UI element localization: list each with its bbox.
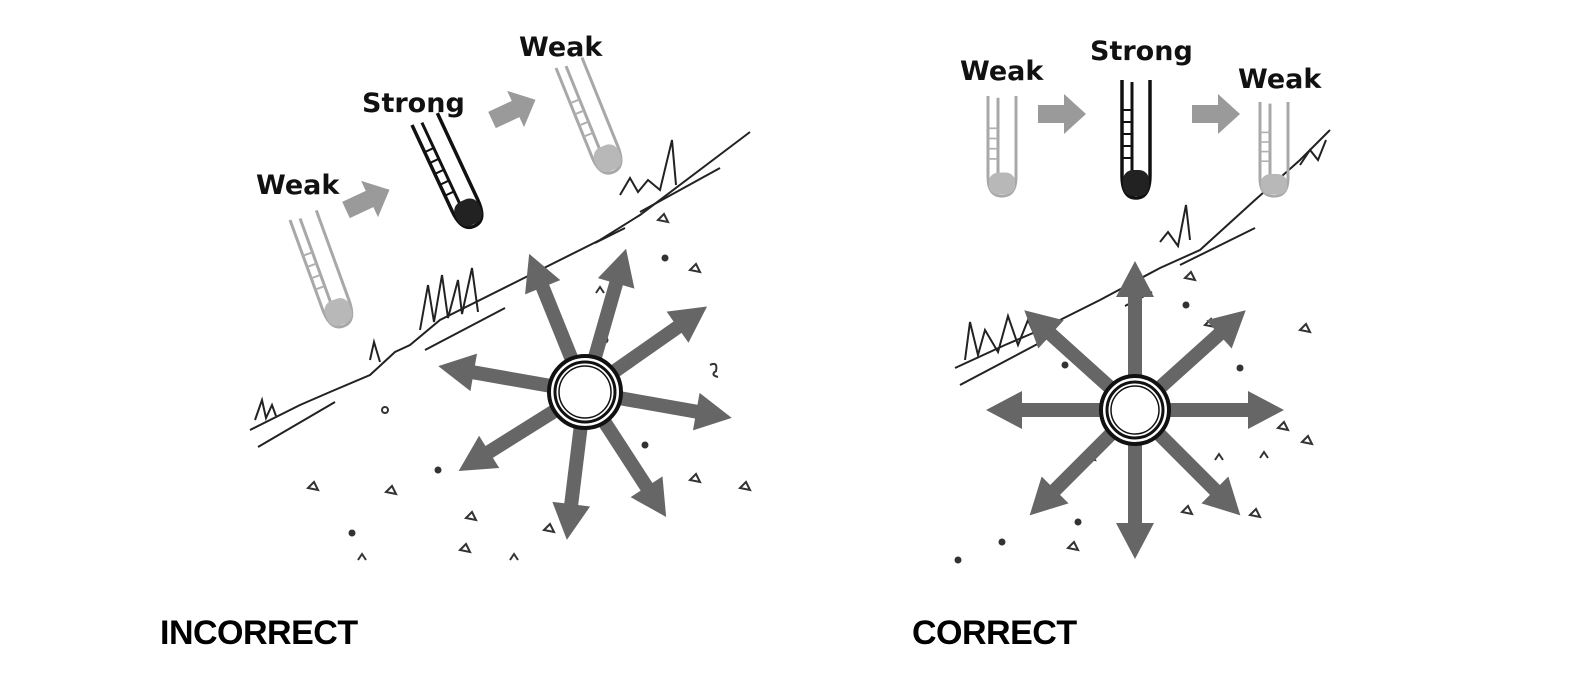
label-strong: Strong	[1090, 36, 1193, 67]
incorrect-caption: INCORRECT	[160, 614, 358, 652]
ground-surface	[954, 129, 1331, 386]
label-weak-last: Weak	[519, 32, 603, 63]
probe-strong-icon	[410, 111, 489, 234]
buried-object-icon	[1099, 374, 1171, 446]
probe-weak-first-icon	[288, 208, 359, 333]
correct-caption: CORRECT	[912, 614, 1077, 652]
label-weak-first: Weak	[960, 56, 1044, 87]
probe-weak-last-icon	[1258, 100, 1290, 198]
label-weak-first: Weak	[256, 170, 340, 201]
flow-arrow-icon	[337, 171, 398, 229]
probe-weak-first-icon	[986, 94, 1018, 198]
label-weak-last: Weak	[1238, 64, 1322, 95]
flow-arrow-icon	[1038, 94, 1086, 134]
incorrect-panel: Weak Strong Weak	[249, 32, 752, 561]
ground-surface	[249, 131, 751, 448]
buried-object-icon	[547, 354, 623, 430]
label-strong: Strong	[362, 88, 465, 119]
correct-panel: Weak Strong Weak	[954, 36, 1331, 564]
flow-arrow-icon	[483, 81, 544, 139]
flow-arrow-icon	[1192, 94, 1240, 134]
soil-particles	[305, 212, 752, 561]
probe-weak-last-icon	[554, 56, 628, 179]
probe-strong-icon	[1120, 78, 1152, 200]
